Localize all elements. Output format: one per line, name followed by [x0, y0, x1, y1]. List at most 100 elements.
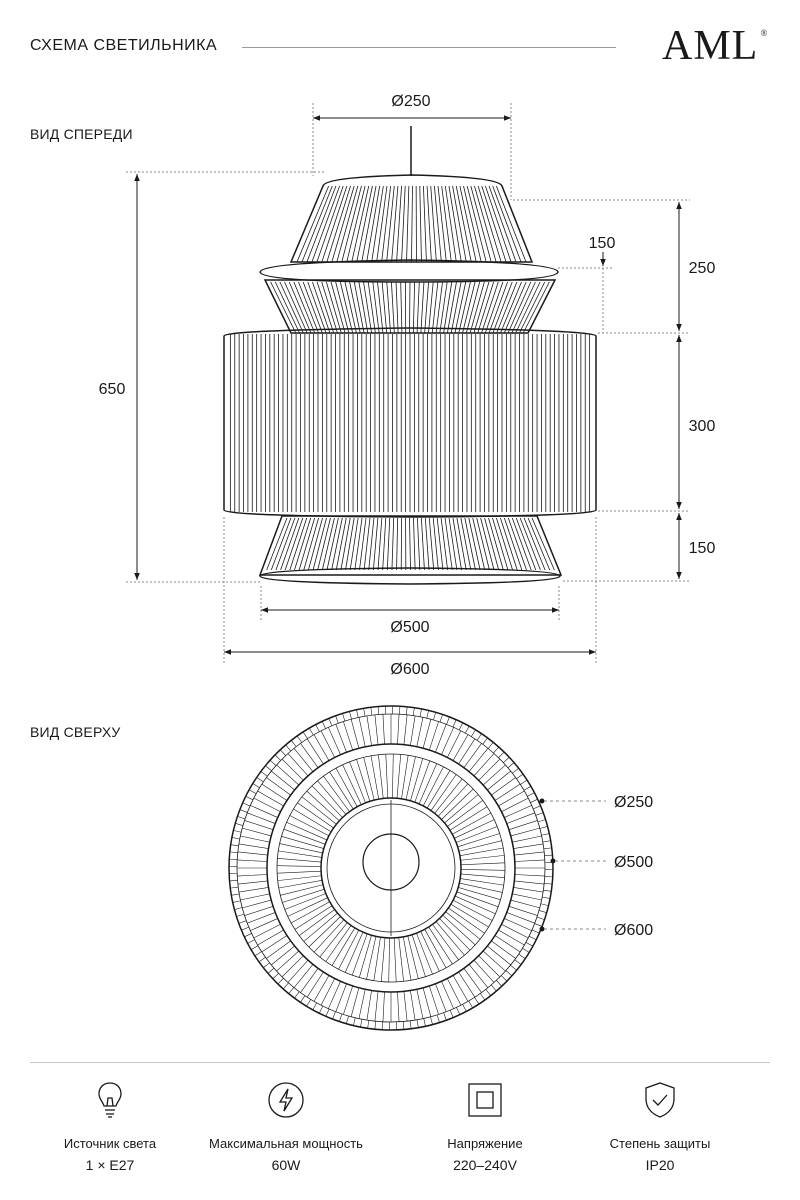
shade-rib [487, 770, 511, 791]
shade-rib [543, 889, 552, 892]
shade-rib [297, 802, 334, 829]
shade-rib [449, 1010, 454, 1018]
shield-check-icon [570, 1078, 750, 1122]
shade-rib [269, 759, 277, 766]
shade-rib [288, 987, 295, 994]
shade-rib [366, 936, 377, 980]
shade-rib [328, 718, 333, 726]
shade-rib [306, 185, 337, 263]
dim-middle-height: 300 [689, 418, 716, 435]
shade-rib [244, 906, 274, 916]
shade-rib [452, 975, 469, 1002]
shade-rib [293, 748, 314, 772]
shade-rib [406, 185, 410, 263]
shade-rib [444, 517, 453, 571]
shade-rib [382, 714, 385, 745]
shade-rib [239, 809, 248, 813]
shade-rib [429, 985, 439, 1015]
shade-rib [367, 1020, 370, 1029]
shade-rib [392, 754, 394, 799]
band-lower [259, 567, 561, 585]
shade-rib [511, 517, 532, 571]
shade-rib [339, 281, 354, 334]
shade-rib [270, 281, 297, 334]
shade-rib [291, 901, 330, 924]
inner-ring [320, 797, 462, 939]
front-view-dimensions: Ø250 650 150 250 300 150 Ø500 Ø600 [99, 93, 716, 678]
shade-rib [344, 281, 357, 334]
shade-rib [346, 185, 366, 263]
shade-rib [388, 937, 390, 982]
shade-rib [485, 989, 491, 996]
spec-value: IP20 [645, 1157, 675, 1173]
shade-rib [542, 896, 551, 899]
shade-rib [512, 835, 542, 843]
shade-rib [518, 953, 526, 959]
shade-rib [459, 882, 503, 893]
shade-rib [465, 281, 481, 334]
shade-rib [345, 517, 355, 571]
shade-rib [274, 754, 281, 761]
shade-rib [288, 281, 312, 334]
shade-rib [422, 766, 444, 806]
shade-rib [448, 517, 458, 571]
spec-label: Степень защиты [609, 1136, 711, 1151]
outer-ring [228, 705, 554, 1031]
shade-rib [320, 978, 335, 1006]
shade-rib [456, 826, 498, 843]
shade-rib [459, 185, 477, 263]
shade-rib [439, 714, 443, 723]
shade-rib [513, 843, 544, 849]
shade-rib [514, 874, 545, 877]
shade-rib [320, 730, 335, 758]
shade-rib [506, 812, 535, 824]
shade-rib [511, 281, 536, 334]
top-view-dimensions: Ø250 Ø500 Ø600 [539, 794, 653, 939]
shade-rib [306, 999, 311, 1007]
shade-rib [328, 727, 341, 755]
shade-rib [417, 517, 421, 571]
shade-rib [538, 910, 547, 913]
shade-rib [253, 924, 281, 939]
shade-rib [471, 729, 476, 737]
shade-rib [363, 708, 366, 717]
shade-rib [242, 802, 251, 807]
shade-rib [433, 712, 436, 721]
shade-rib [248, 789, 257, 794]
shade-rib [452, 734, 469, 761]
shade-rib [520, 779, 528, 785]
shade-rib [411, 934, 426, 977]
shade-rib [441, 981, 454, 1009]
shade-rib [397, 991, 400, 1022]
shade-rib [271, 945, 295, 966]
shade-rib [468, 748, 489, 772]
shade-rib [513, 887, 544, 893]
shade-rib [536, 916, 545, 920]
shade-rib [230, 844, 239, 847]
shade-rib [500, 517, 518, 571]
shade-rib [523, 786, 532, 791]
shade-rib [321, 517, 335, 571]
shade-rib [312, 517, 327, 571]
shade-rib [293, 281, 316, 334]
shade-rib [473, 753, 495, 777]
shade-rib [237, 816, 246, 820]
shade-rib [507, 281, 532, 334]
shade-rib [277, 870, 322, 874]
spec-label: Источник света [63, 1136, 157, 1151]
shade-rib [523, 517, 546, 571]
shade-rib [463, 185, 482, 263]
spec-voltage: Напряжение 220–240V [395, 1078, 575, 1173]
shade-rib [335, 983, 347, 1012]
shade-rib [458, 887, 501, 900]
shade-rib [488, 185, 517, 263]
shade-rib [312, 1002, 317, 1011]
shade-rib [296, 185, 330, 263]
shade-rib [280, 517, 300, 571]
shade-rib [256, 777, 264, 783]
shade-rib [335, 768, 358, 807]
shade-rib [482, 950, 506, 972]
shade-rib [308, 517, 323, 571]
shade-rib [460, 869, 505, 871]
shade-rib [445, 911, 481, 940]
